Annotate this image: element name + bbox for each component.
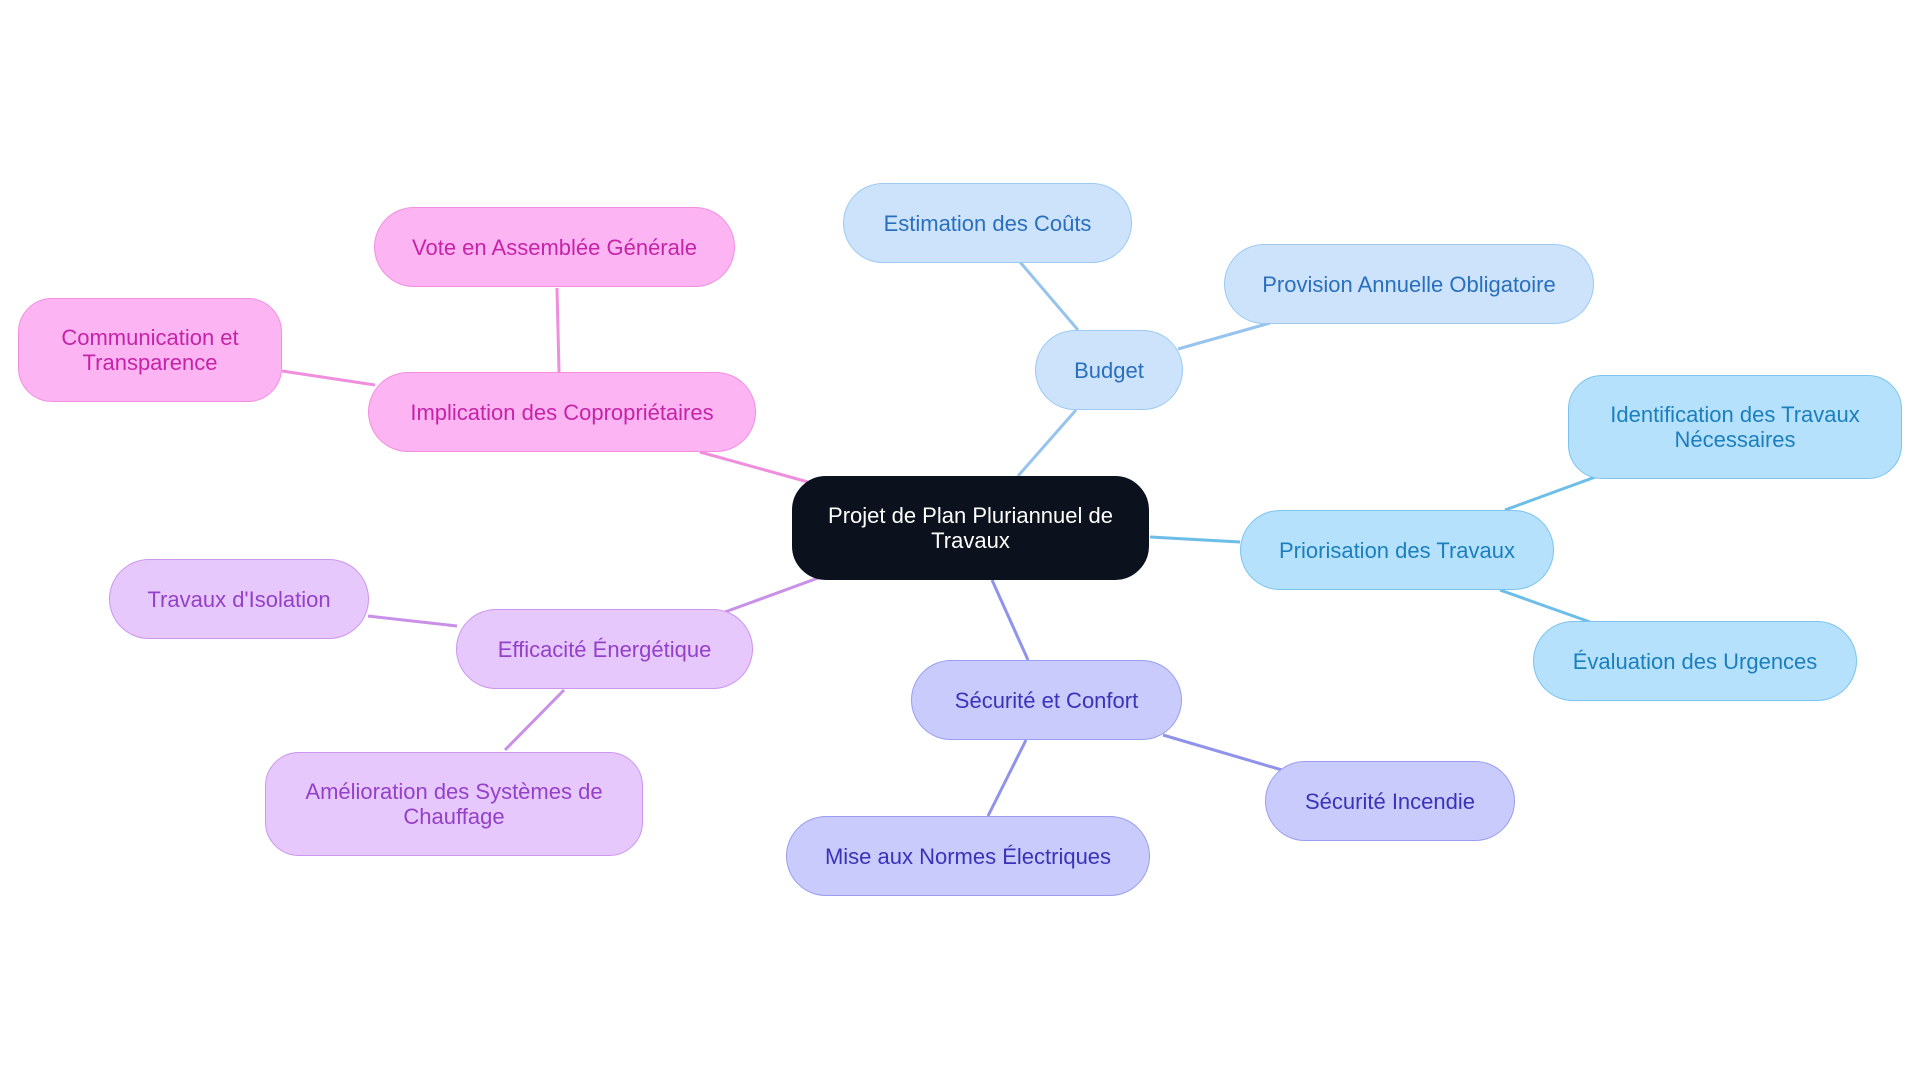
edge-priorisation-evaluation <box>1499 588 1591 624</box>
node-provision-annuelle-label: Provision Annuelle Obligatoire <box>1262 271 1556 297</box>
node-travaux-isolation[interactable]: Travaux d'Isolation <box>109 559 369 639</box>
node-securite-confort-label: Sécurité et Confort <box>954 687 1139 713</box>
node-budget[interactable]: Budget <box>1035 330 1183 410</box>
root-node[interactable]: Projet de Plan Pluriannuel de Travaux <box>792 476 1149 580</box>
edge-root-efficacite <box>724 576 819 614</box>
node-vote-assemblee[interactable]: Vote en Assemblée Générale <box>374 207 735 287</box>
edge-efficacite-chauffage <box>503 688 566 752</box>
node-systemes-chauffage-label: Amélioration des Systèmes de Chauffage <box>305 779 603 829</box>
node-securite-incendie-label: Sécurité Incendie <box>1305 788 1475 814</box>
edge-efficacite-isolation <box>367 614 458 628</box>
node-identification-travaux-label: Identification des Travaux Nécessaires <box>1610 402 1860 452</box>
node-securite-incendie[interactable]: Sécurité Incendie <box>1265 761 1515 841</box>
node-evaluation-urgences[interactable]: Évaluation des Urgences <box>1533 621 1857 701</box>
node-priorisation-label: Priorisation des Travaux <box>1279 537 1515 563</box>
node-provision-annuelle[interactable]: Provision Annuelle Obligatoire <box>1224 244 1594 324</box>
edge-budget-estimation <box>1018 261 1080 331</box>
node-implication-coproprietaires-label: Implication des Copropriétaires <box>410 399 714 425</box>
node-priorisation[interactable]: Priorisation des Travaux <box>1240 510 1554 590</box>
node-estimation-couts[interactable]: Estimation des Coûts <box>843 183 1132 263</box>
node-normes-electriques-label: Mise aux Normes Électriques <box>824 843 1112 869</box>
node-communication-transparence[interactable]: Communication et Transparence <box>18 298 282 402</box>
edge-budget-provision <box>1177 321 1271 351</box>
node-normes-electriques[interactable]: Mise aux Normes Électriques <box>786 816 1150 896</box>
node-travaux-isolation-label: Travaux d'Isolation <box>147 586 331 612</box>
node-efficacite-energetique-label: Efficacité Énergétique <box>497 636 712 662</box>
edge-securite-normes <box>986 739 1028 817</box>
node-identification-travaux[interactable]: Identification des Travaux Nécessaires <box>1568 375 1902 479</box>
edge-root-implication <box>699 450 809 484</box>
node-budget-label: Budget <box>1074 357 1144 383</box>
node-evaluation-urgences-label: Évaluation des Urgences <box>1572 648 1818 674</box>
root-label: Projet de Plan Pluriannuel de Travaux <box>828 503 1113 553</box>
node-securite-confort[interactable]: Sécurité et Confort <box>911 660 1182 740</box>
node-systemes-chauffage[interactable]: Amélioration des Systèmes de Chauffage <box>265 752 643 856</box>
edge-implication-vote <box>555 287 561 373</box>
node-communication-transparence-label: Communication et Transparence <box>61 325 239 375</box>
edge-implication-communication <box>281 369 376 387</box>
edge-priorisation-identification <box>1504 474 1599 512</box>
edge-root-budget <box>1016 409 1078 477</box>
edge-root-priorisation <box>1149 535 1241 544</box>
edge-root-securite <box>990 579 1030 661</box>
node-estimation-couts-label: Estimation des Coûts <box>883 210 1092 236</box>
node-vote-assemblee-label: Vote en Assemblée Générale <box>412 234 697 260</box>
node-implication-coproprietaires[interactable]: Implication des Copropriétaires <box>368 372 756 452</box>
edge-securite-incendie <box>1162 733 1283 772</box>
node-efficacite-energetique[interactable]: Efficacité Énergétique <box>456 609 753 689</box>
